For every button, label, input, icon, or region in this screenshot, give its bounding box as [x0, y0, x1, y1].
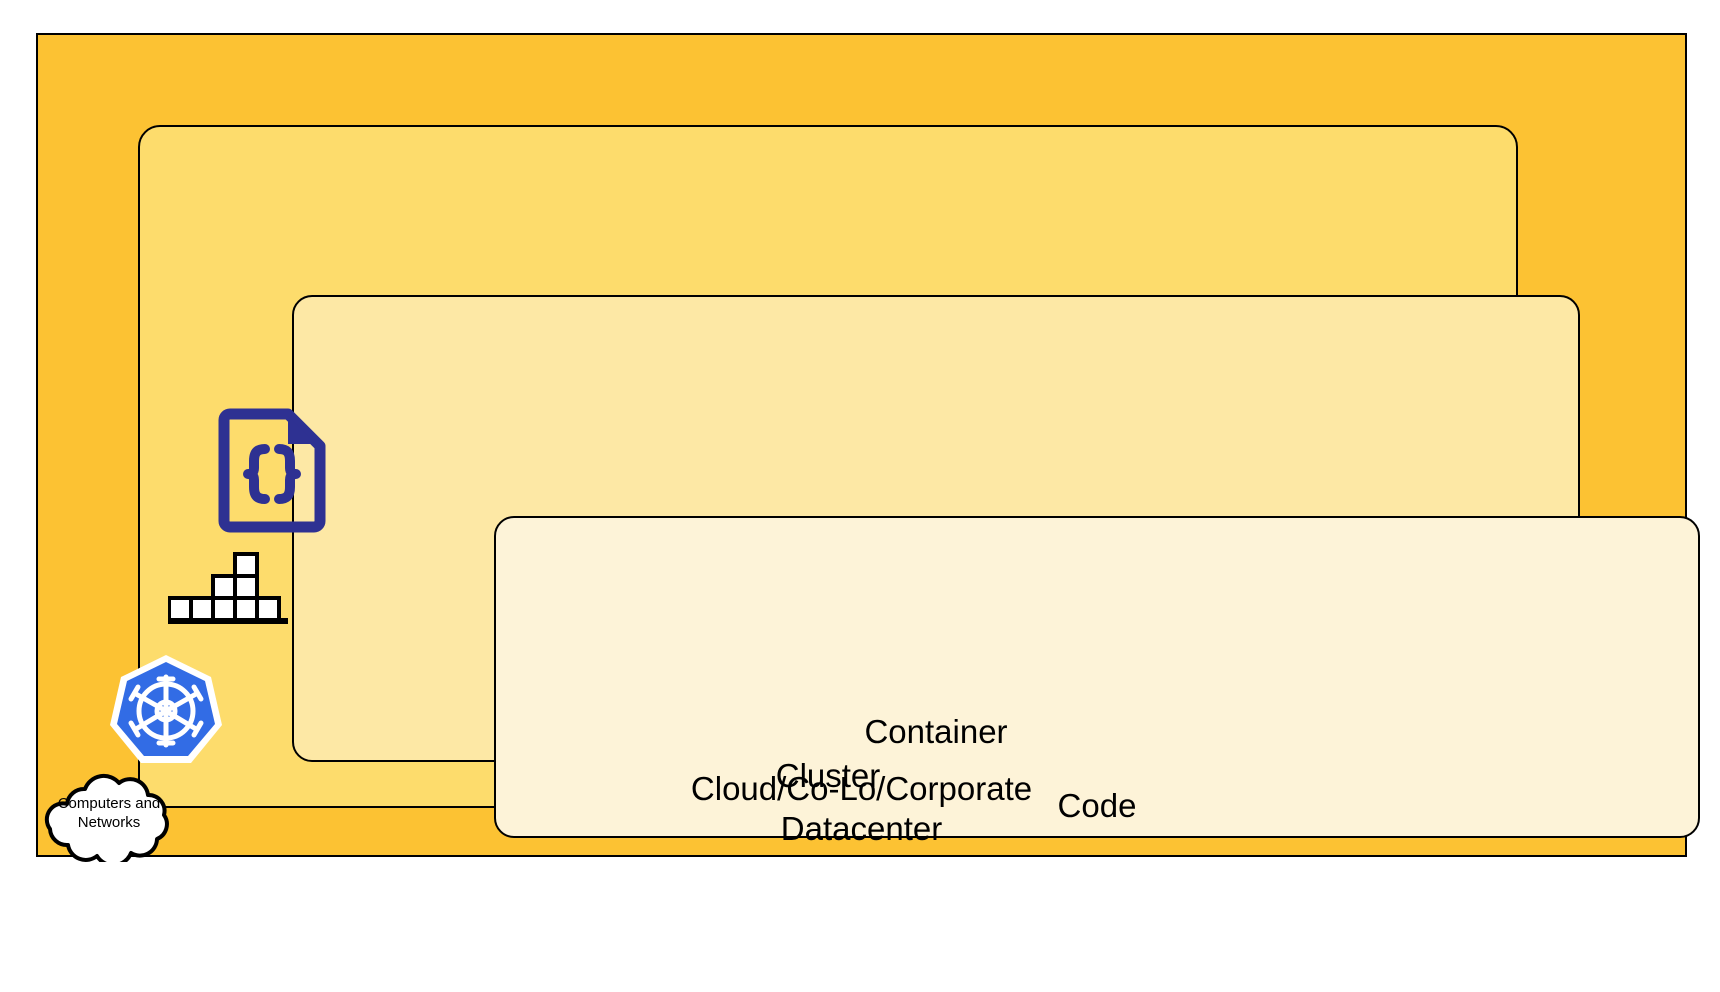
code-file-icon [218, 408, 326, 533]
container-stack-icon [168, 552, 290, 624]
cloud-icon[interactable]: Computers and Networks [33, 770, 185, 862]
layer-container[interactable]: Code Container [292, 295, 1700, 838]
layer-label-datacenter: Cloud/Co-Lo/Corporate Datacenter [690, 770, 1033, 847]
kubernetes-helm-icon [110, 653, 222, 765]
layer-code[interactable]: Code [494, 516, 1700, 838]
layer-label-container: Container [864, 713, 1008, 750]
layer-label-cluster: Cluster [775, 757, 881, 794]
layer-cluster[interactable]: Code Container Cluster [138, 125, 1700, 838]
layer-datacenter[interactable]: Code Container Cluster Cloud/Co-Lo/Corpo… [36, 33, 1700, 857]
layer-label-code: Code [1057, 787, 1137, 824]
